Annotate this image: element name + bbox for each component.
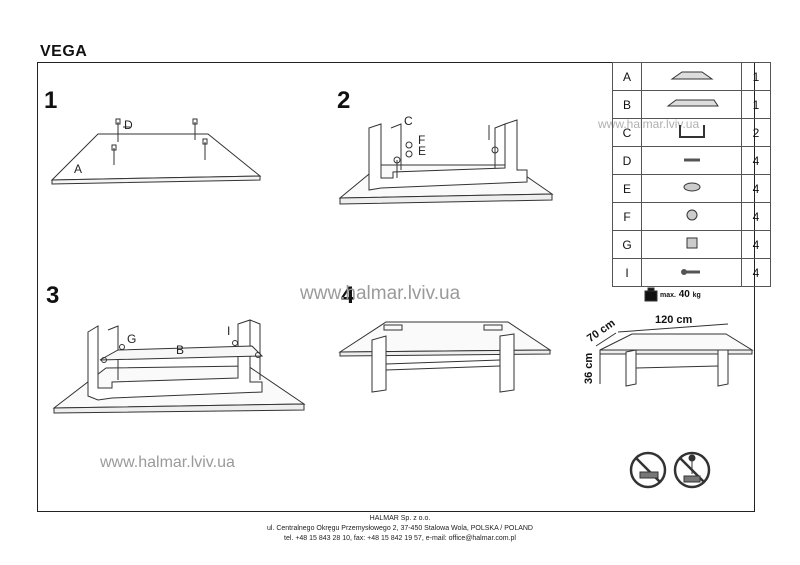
label-e: E xyxy=(418,144,427,158)
part-letter: C xyxy=(612,118,642,147)
max-load-unit: kg xyxy=(692,292,701,299)
label-d: D xyxy=(124,118,133,132)
part-letter: G xyxy=(612,230,642,259)
part-qty: 4 xyxy=(741,146,771,175)
nut-icon xyxy=(686,209,697,221)
label-g: G xyxy=(127,332,137,346)
footer-company: HALMAR Sp. z o.o. xyxy=(369,515,431,522)
leg-frame-icon xyxy=(678,125,705,138)
max-load-value: 40 xyxy=(678,289,690,300)
step-2-number: 2 xyxy=(337,87,351,114)
prohibition-icons xyxy=(629,451,711,489)
weight-icon xyxy=(644,287,658,302)
part-qty: 4 xyxy=(741,202,771,231)
part-qty: 4 xyxy=(741,174,771,203)
part-letter: D xyxy=(612,146,642,175)
part-letter: I xyxy=(612,258,642,287)
part-qty: 4 xyxy=(741,230,771,259)
watermark-center: www.halmar.lviv.ua xyxy=(300,283,461,304)
step-3-number: 3 xyxy=(46,282,60,309)
footer-address: ul. Centralnego Okręgu Przemysłowego 2, … xyxy=(266,525,533,532)
label-b: B xyxy=(176,343,185,357)
label-i: I xyxy=(227,324,231,338)
bracket-icon xyxy=(686,237,697,249)
step-4-number: 4 xyxy=(341,282,355,309)
washer-icon xyxy=(683,182,700,192)
dimension-illustration xyxy=(595,323,754,387)
part-letter: B xyxy=(612,90,642,119)
step-1-number: 1 xyxy=(44,87,58,114)
step1-illustration xyxy=(50,118,262,185)
footer: HALMAR Sp. z o.o. ul. Centralnego Okręgu… xyxy=(0,514,800,544)
dimension-height: 36 cm xyxy=(583,352,595,384)
max-load-prefix: max. xyxy=(660,292,676,299)
step4-illustration xyxy=(338,321,552,393)
step3-illustration xyxy=(52,319,306,414)
instruction-frame xyxy=(37,62,755,512)
dimension-width: 120 cm xyxy=(655,314,693,326)
footer-contact: tel. +48 15 843 28 10, fax: +48 15 842 1… xyxy=(284,535,516,542)
part-qty: 1 xyxy=(741,62,771,91)
part-qty: 4 xyxy=(741,258,771,287)
label-f: F xyxy=(418,133,426,147)
max-load-label: max. 40 kg xyxy=(660,289,701,300)
part-qty: 1 xyxy=(741,90,771,119)
label-c: C xyxy=(404,114,413,128)
glass-shelf-icon xyxy=(666,99,719,107)
part-letter: F xyxy=(612,202,642,231)
bolt-icon xyxy=(683,158,700,161)
part-letter: E xyxy=(612,174,642,203)
label-a: A xyxy=(74,162,83,176)
screw-icon xyxy=(680,268,700,275)
glass-top-small-icon xyxy=(669,71,714,80)
document-title: VEGA xyxy=(40,43,88,60)
step2-illustration xyxy=(338,119,554,205)
part-letter: A xyxy=(612,62,642,91)
watermark-bottom: www.halmar.lviv.ua xyxy=(100,454,235,471)
part-qty: 2 xyxy=(741,118,771,147)
